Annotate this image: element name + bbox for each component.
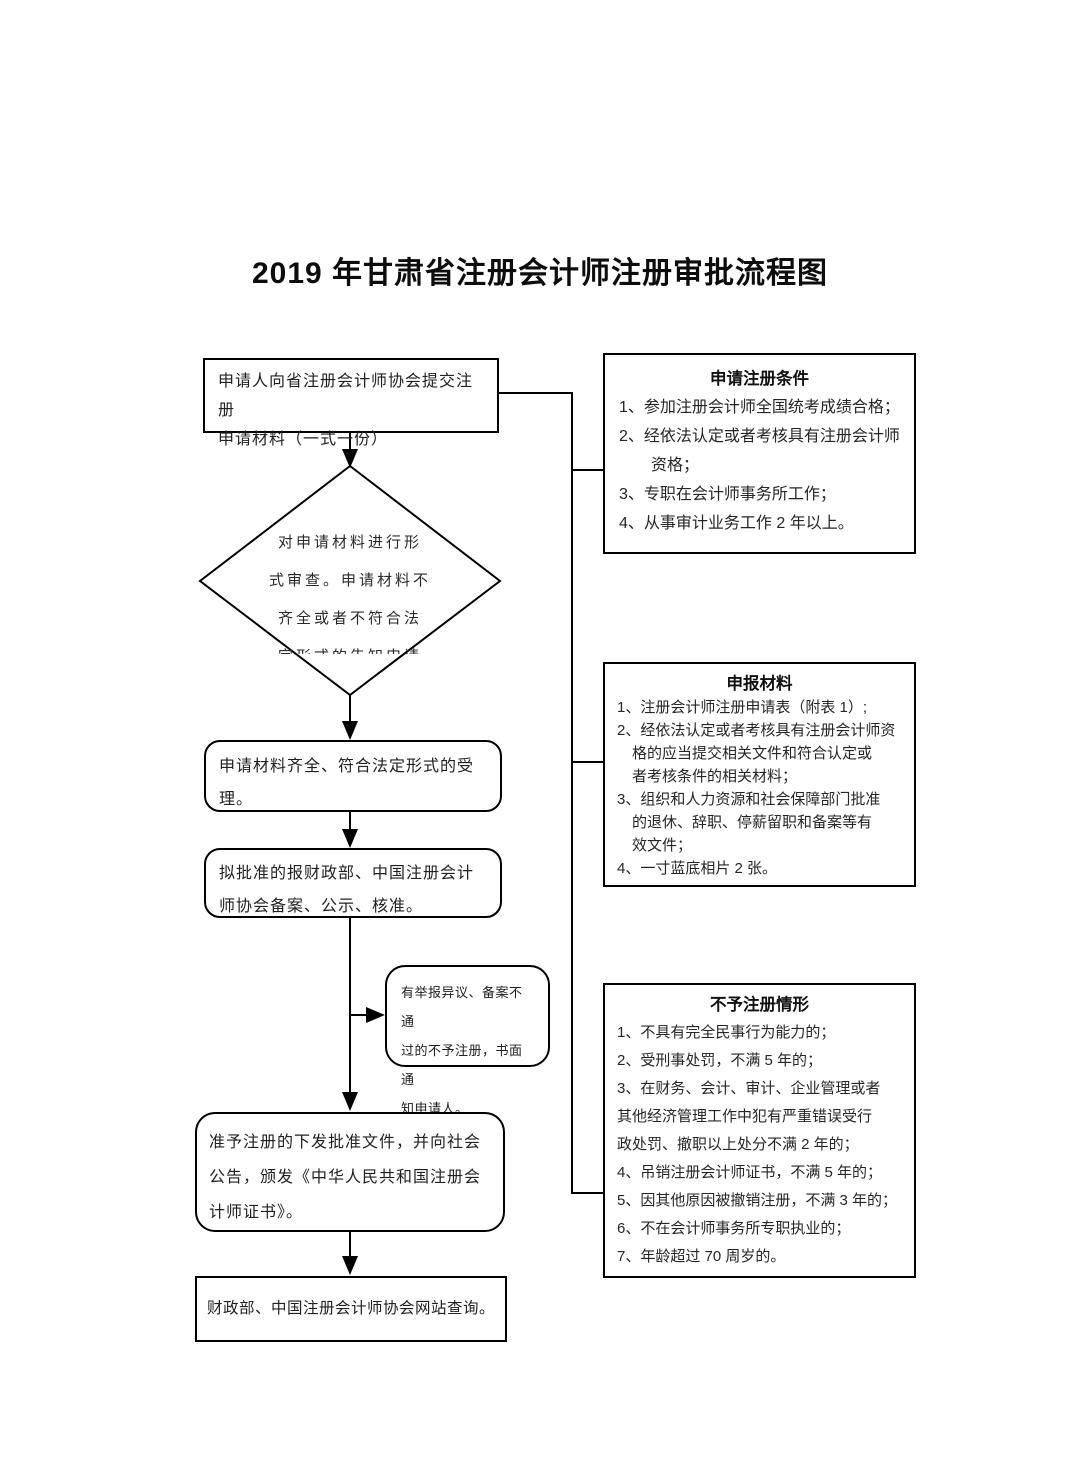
info-box-denial-title: 不予注册情形 [710,996,809,1014]
flow-step-accept-box: 申请材料齐全、符合法定形式的受 理。 [204,740,502,812]
flow-step-submit-box: 申请人向省注册会计师协会提交注册 申请材料（一式一份） [203,358,499,448]
decision-review-text: 对申请材料进行形 式审查。申请材料不 齐全或者不符合法 定形式的告知申请 [268,534,431,654]
info-box-conditions: 申请注册条件 1、参加注册会计师全国统考成绩合格； 2、经依法认定或者考核具有注… [603,353,916,554]
arrowhead-query [342,1256,358,1275]
flow-step-query-box: 财政部、中国注册会计师协会网站查询。 [195,1276,507,1342]
info-box-denial-items: 1、不具有完全民事行为能力的； 2、受刑事处罚，不满 5 年的； 3、在财务、会… [617,1024,898,1265]
info-box-denial: 不予注册情形 1、不具有完全民事行为能力的； 2、受刑事处罚，不满 5 年的； … [603,983,916,1278]
info-box-materials: 申报材料 1、注册会计师注册申请表（附表 1）; 2、经依法认定或者考核具有注册… [603,662,916,887]
flow-step-record-box: 拟批准的报财政部、中国注册会计 师协会备案、公示、核准。 [204,848,502,918]
info-box-materials-title: 申报材料 [726,675,793,693]
arrowhead-reject-note [366,1007,385,1023]
arrowhead-accept [342,721,358,740]
page-title: 2019 年甘肃省注册会计师注册审批流程图 [251,257,829,290]
note-reject-notify-box: 有举报异议、备案不通 过的不予注册，书面通 知申请人。 [385,965,550,1116]
arrowhead-review [342,449,358,468]
info-box-materials-items: 1、注册会计师注册申请表（附表 1）; 2、经依法认定或者考核具有注册会计师资 … [617,699,896,877]
info-box-conditions-items: 1、参加注册会计师全国统考成绩合格； 2、经依法认定或者考核具有注册会计师 资格… [619,399,900,532]
arrowhead-approve [342,1092,358,1111]
flow-step-approve-box: 准予注册的下发批准文件，并向社会 公告，颁发《中华人民共和国注册会 计师证书》。 [195,1112,505,1232]
connector-trunk-right [499,392,603,1194]
info-box-conditions-title: 申请注册条件 [710,370,809,388]
decision-review-diamond: 对申请材料进行形 式审查。申请材料不 齐全或者不符合法 定形式的告知申请 [200,466,500,695]
arrowhead-record [342,829,358,848]
